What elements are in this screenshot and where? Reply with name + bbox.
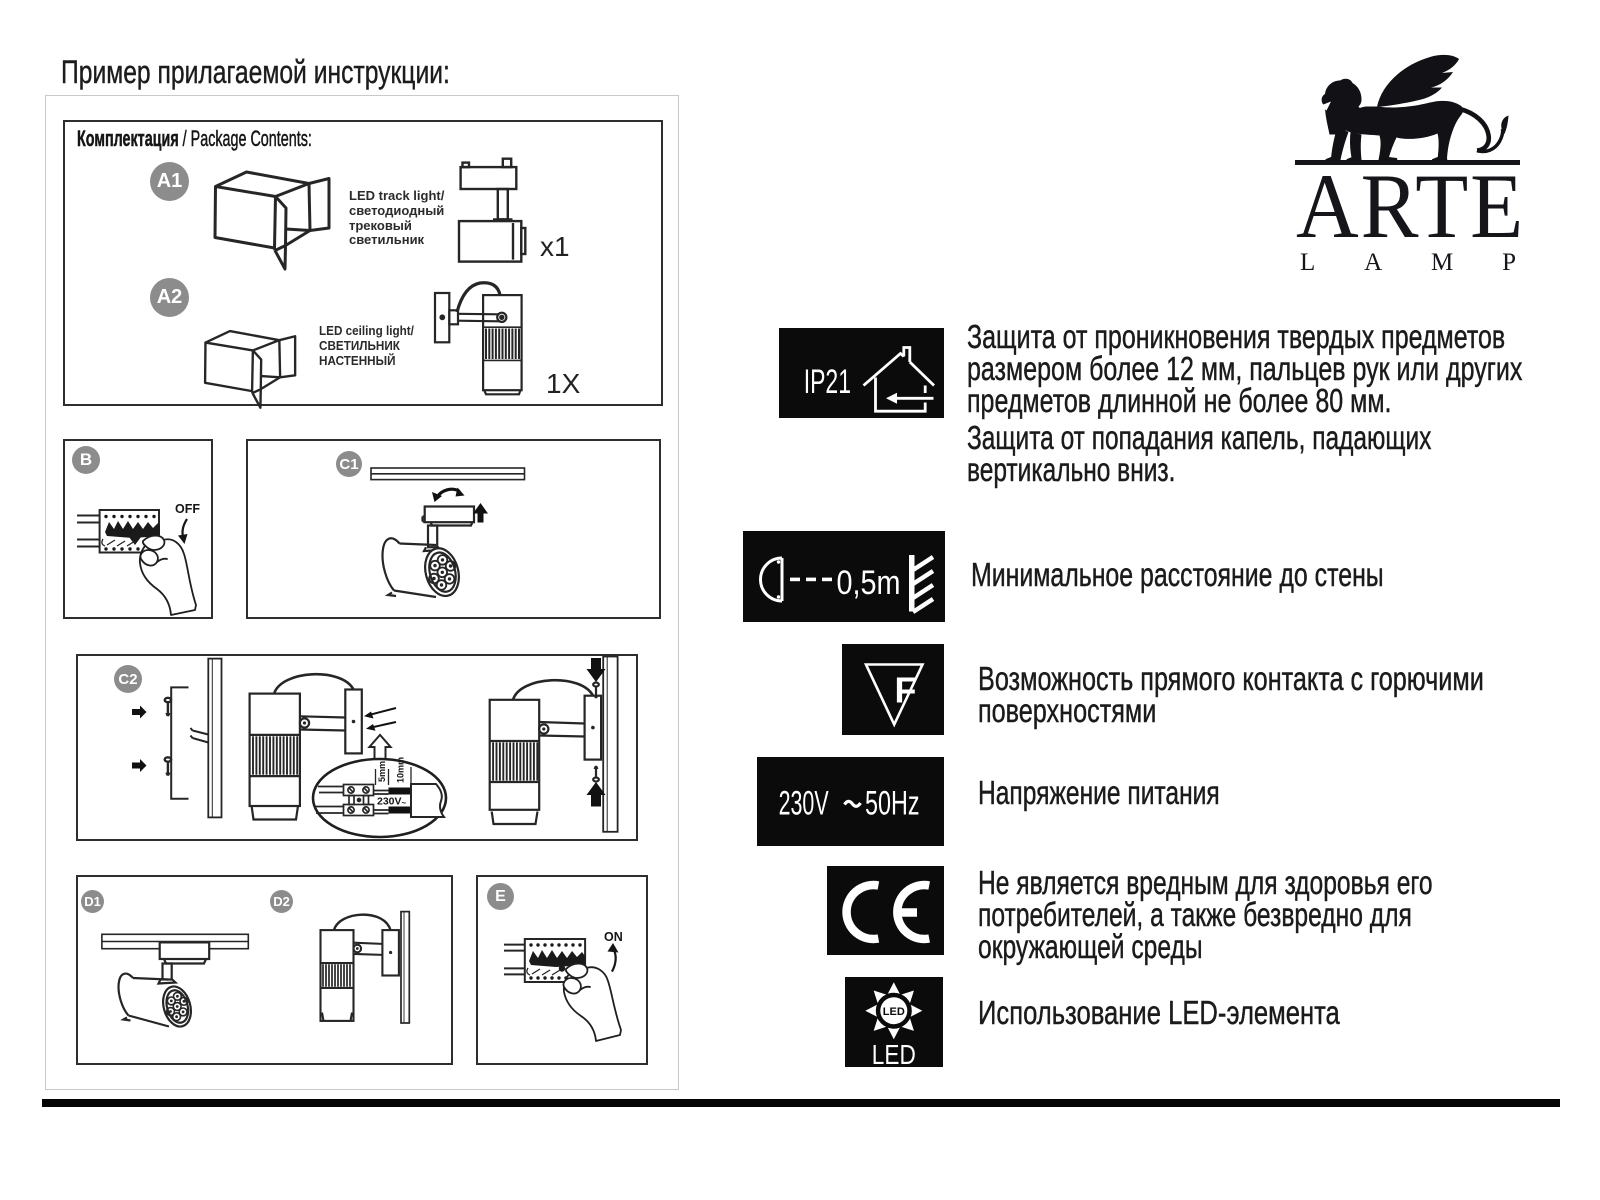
svg-text:230V: 230V (377, 796, 402, 808)
svg-text:F: F (895, 670, 917, 711)
svg-text:ON: ON (604, 930, 623, 944)
svg-text:~: ~ (402, 799, 407, 808)
svg-text:5mm: 5mm (377, 761, 387, 782)
svg-text:10mm: 10mm (396, 757, 406, 783)
svg-text:OFF: OFF (175, 502, 200, 516)
svg-text:0,5m: 0,5m (837, 564, 901, 602)
svg-text:50Hz: 50Hz (865, 785, 920, 823)
svg-text:IP21: IP21 (804, 363, 851, 401)
svg-text:LED: LED (872, 1039, 916, 1067)
svg-text:LED: LED (883, 1006, 905, 1018)
svg-text:230V: 230V (779, 785, 829, 823)
